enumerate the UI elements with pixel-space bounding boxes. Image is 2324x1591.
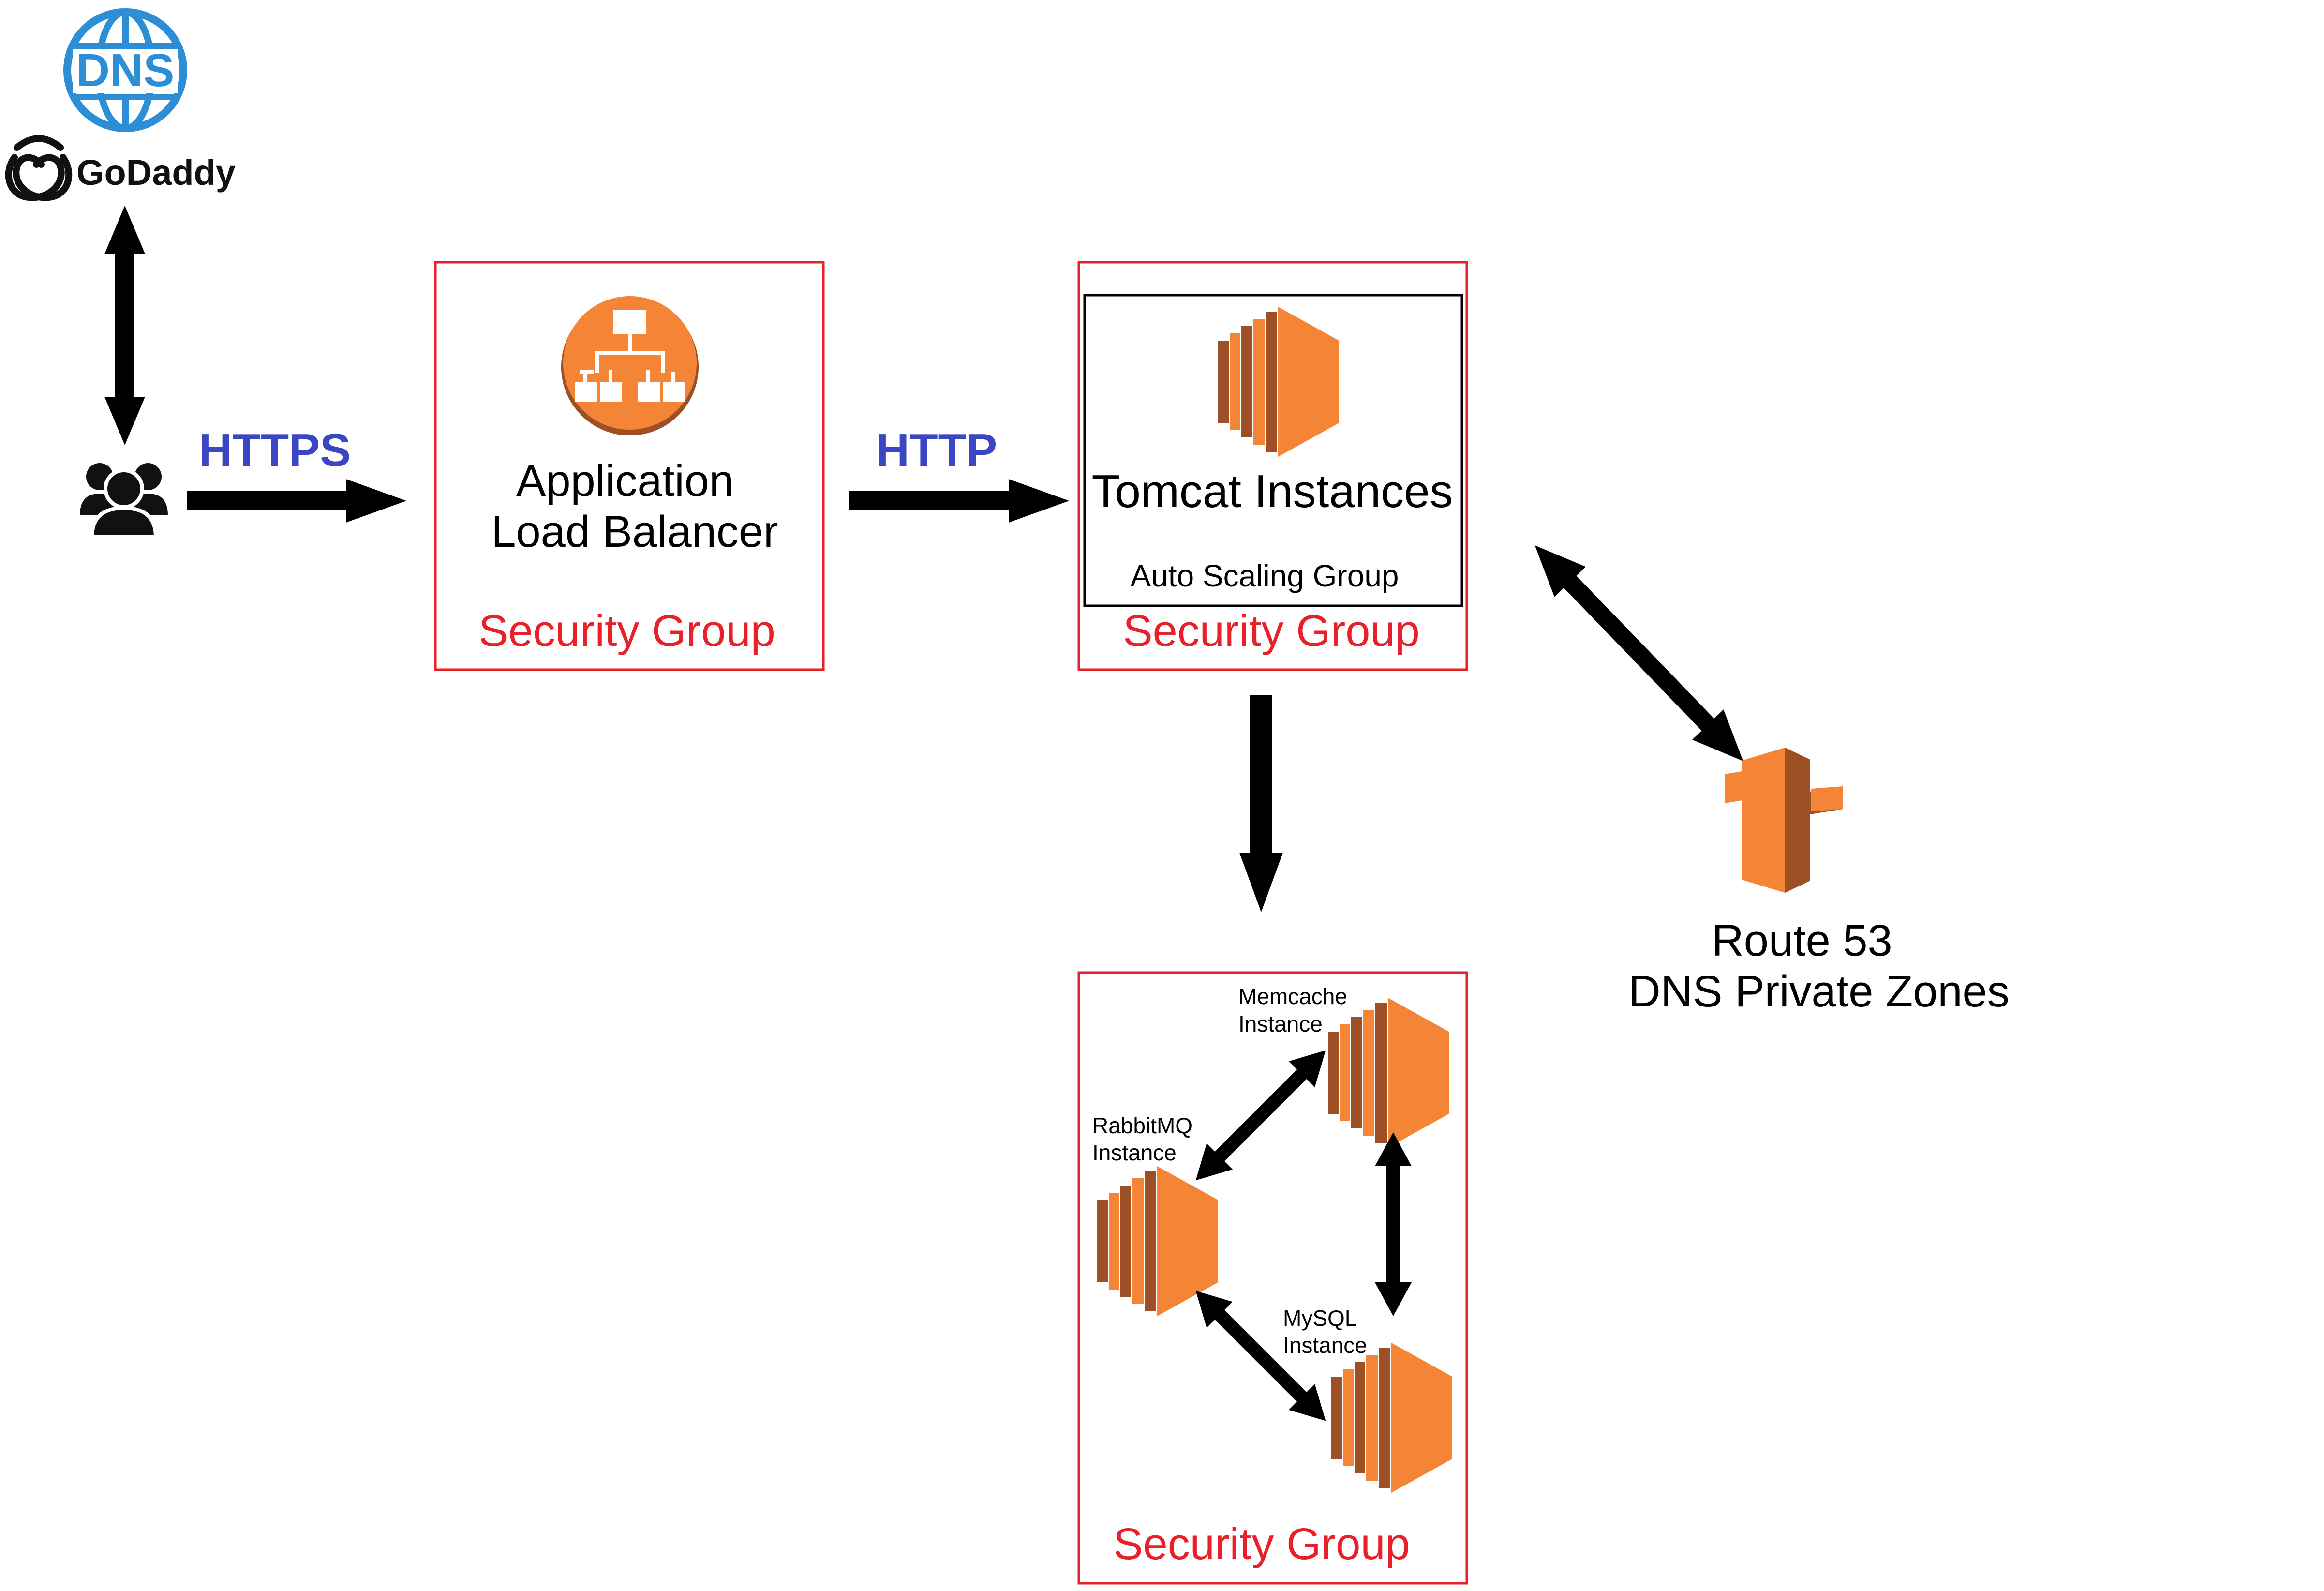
memcache-mysql-arrow xyxy=(1375,1132,1412,1316)
dns-globe-icon: DNS xyxy=(63,8,187,132)
users-group-icon xyxy=(80,463,168,539)
tomcat-backend-arrow xyxy=(1239,695,1283,912)
alb-security-group xyxy=(434,261,825,671)
https-label: HTTPS xyxy=(199,424,351,476)
rabbitmq-label-line2: Instance xyxy=(1092,1140,1177,1165)
auto-scaling-group-label: Auto Scaling Group xyxy=(1131,558,1399,593)
tomcat-security-group xyxy=(1077,261,1468,671)
tomcat-route53-arrow xyxy=(1534,545,1743,761)
memcache-ec2-icon xyxy=(1328,998,1449,1148)
backend-security-group-label: Security Group xyxy=(1113,1519,1410,1569)
tomcat-ec2-icon xyxy=(1218,307,1339,457)
auto-scaling-group xyxy=(1083,294,1463,607)
alb-security-group-label: Security Group xyxy=(478,606,775,656)
dns-logo-text: DNS xyxy=(76,45,175,96)
rabbitmq-label-line1: RabbitMQ xyxy=(1092,1113,1192,1138)
route53-line2: DNS Private Zones xyxy=(1628,967,2009,1016)
http-label: HTTP xyxy=(876,424,998,476)
https-arrow xyxy=(187,479,406,523)
alb-title-line1: Application xyxy=(516,456,734,506)
tomcat-title: Tomcat Instances xyxy=(1092,465,1453,517)
backend-security-group xyxy=(1077,971,1468,1585)
rabbitmq-memcache-arrow xyxy=(1195,1050,1326,1181)
mysql-label-line1: MySQL xyxy=(1283,1306,1357,1331)
tomcat-security-group-label: Security Group xyxy=(1123,606,1420,656)
memcache-label-line1: Memcache xyxy=(1238,984,1347,1009)
dns-users-arrow xyxy=(104,206,145,445)
rabbitmq-mysql-arrow xyxy=(1195,1291,1326,1421)
mysql-label-line2: Instance xyxy=(1283,1333,1367,1358)
route53-signpost-icon xyxy=(1725,748,1843,893)
memcache-label-line2: Instance xyxy=(1238,1011,1323,1036)
mysql-ec2-icon xyxy=(1331,1343,1452,1493)
godaddy-mark-icon xyxy=(5,135,73,201)
http-arrow xyxy=(849,479,1069,523)
godaddy-logo-text: GoDaddy xyxy=(76,152,236,193)
godaddy-logo: GoDaddy xyxy=(5,135,236,201)
alb-title-line2: Load Balancer xyxy=(491,507,778,556)
route53-line1: Route 53 xyxy=(1712,916,1892,965)
load-balancer-icon xyxy=(561,296,699,435)
